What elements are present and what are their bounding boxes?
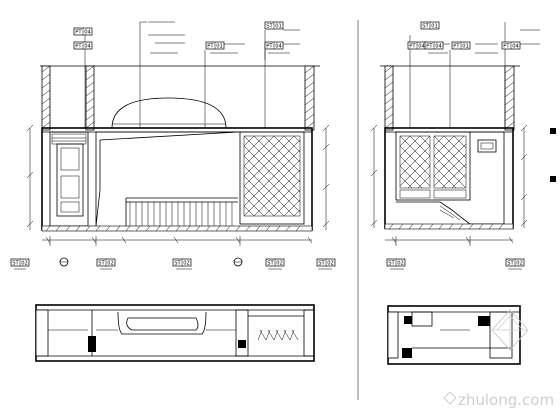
material-tag-code: ST: [98, 261, 105, 267]
material-tag-code: ST: [507, 261, 514, 267]
material-tag-number: 02: [516, 261, 523, 267]
left-floor-plan: [35, 304, 315, 362]
material-tag-number: 01: [216, 44, 223, 50]
zhulong-small-logo-icon: [443, 391, 457, 405]
zhulong-logo-icon: [491, 309, 529, 351]
material-tag-code: ST: [174, 261, 181, 267]
material-tag-number: 02: [21, 261, 28, 267]
material-tag-number: 04: [84, 30, 91, 36]
material-tag-code: ST: [267, 261, 274, 267]
material-tag-code: ST: [12, 261, 19, 267]
material-tag-number: 02: [276, 261, 283, 267]
material-tag-code: ST: [388, 261, 395, 267]
material-tag-code: ST: [422, 24, 429, 30]
left-elevation: [14, 21, 332, 270]
material-tag-code: PT: [453, 44, 460, 50]
material-tag-code: ST: [266, 24, 273, 30]
material-tag-code: ST: [318, 261, 325, 267]
material-tag-code: PT: [75, 44, 82, 50]
material-tag-number: 01: [431, 24, 438, 30]
right-floor-plan: [387, 305, 521, 365]
material-tag-number: 02: [327, 261, 334, 267]
watermark: zhulong.com: [443, 309, 554, 409]
material-tag-number: 01: [462, 44, 469, 50]
right-elevation: [370, 22, 556, 270]
material-tag-number: 02: [107, 261, 114, 267]
lattice-pattern-left: [243, 135, 301, 217]
material-tag-code: PT: [75, 30, 82, 36]
material-tag-number: 04: [84, 44, 91, 50]
material-tag-code: PT: [266, 44, 273, 50]
material-tag-number: 01: [275, 24, 282, 30]
material-tag-number: 04: [418, 44, 425, 50]
material-tag-code: PT: [207, 44, 214, 50]
material-tag-code: PT: [409, 44, 416, 50]
material-tag-number: 04: [435, 44, 442, 50]
material-tag-number: 04: [275, 44, 282, 50]
material-tag-number: 04: [512, 44, 519, 50]
material-tag-code: PT: [426, 44, 433, 50]
material-tag-number: 02: [397, 261, 404, 267]
watermark-text: zhulong.com: [458, 391, 554, 409]
material-tag-number: 02: [183, 261, 190, 267]
material-tag-code: PT: [503, 44, 510, 50]
